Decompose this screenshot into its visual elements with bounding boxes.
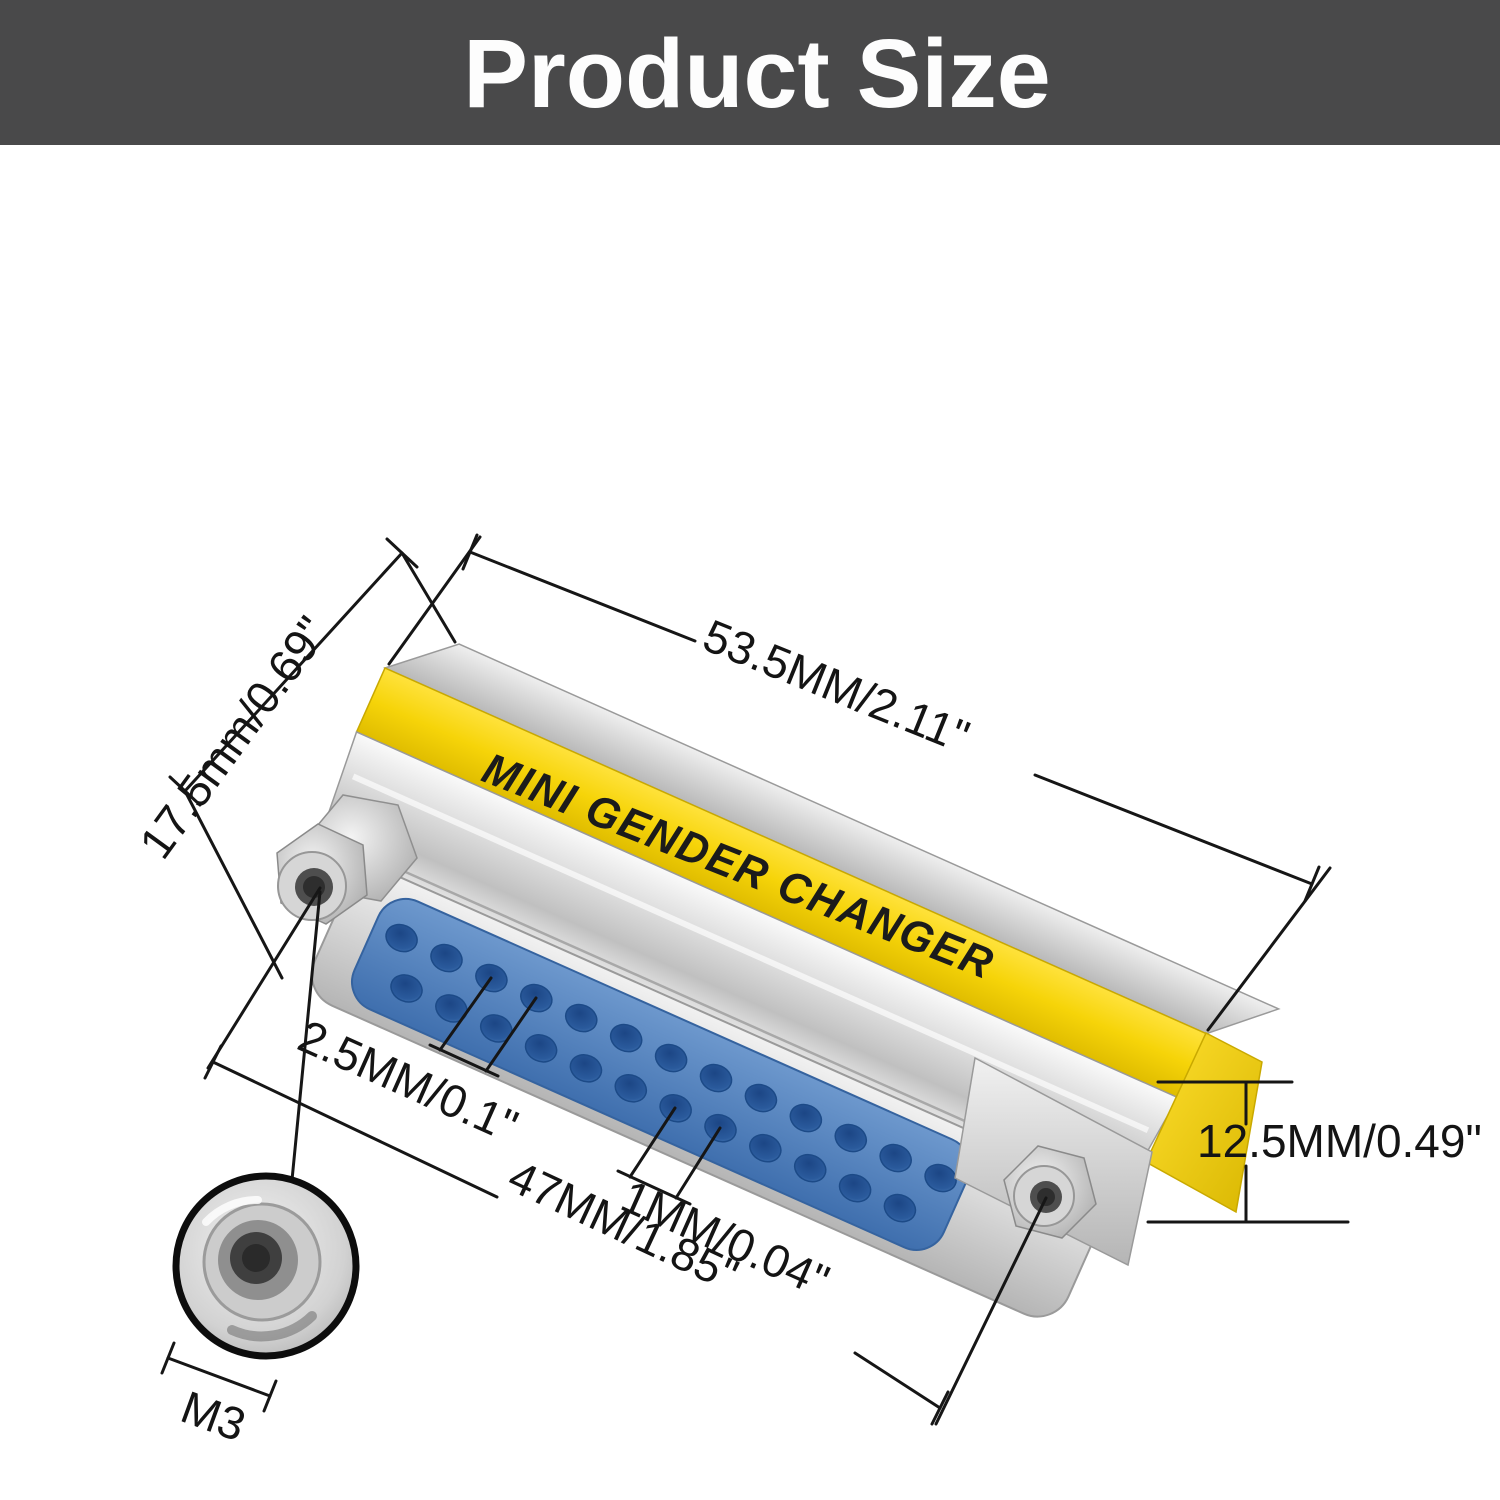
right-end-cap [1145,1031,1263,1214]
pin-hole [749,1133,782,1163]
dim-screw-thread-label: M3 [175,1381,253,1452]
pin-hole [609,1023,643,1053]
dim-screw-thread: M3 [160,1341,278,1452]
dim-length-label: 53.5MM/2.11" [696,609,976,763]
pin-hole [430,943,463,973]
pin-hole [569,1054,603,1083]
header-bar: Product Size [0,0,1500,145]
pin-hole [699,1063,733,1093]
pin-hole [793,1153,827,1183]
pin-hole [524,1034,558,1063]
dim-height-label: 17.5mm/0.69" [129,607,338,868]
pin-hole [390,974,423,1003]
screw-closeup-inset: M3 [160,890,360,1452]
pin-hole [838,1173,872,1203]
pin-holes [385,923,957,1223]
pin-hole [614,1074,648,1103]
pin-hole [924,1163,957,1193]
pin-hole [654,1043,688,1073]
pin-hole [883,1193,917,1223]
dim-width: 12.5MM/0.49" [1146,1080,1482,1224]
pin-hole [564,1003,598,1033]
pin-hole [879,1143,912,1173]
pin-hole [789,1103,823,1133]
gender-changer-illustration: MINI GENDER CHANGER [276,643,1281,1318]
left-screw-post [276,794,418,925]
pin-hole [744,1083,778,1113]
pin-hole [834,1123,868,1153]
dim-width-label: 12.5MM/0.49" [1197,1115,1482,1167]
page-title: Product Size [463,19,1051,128]
pin-hole [385,923,418,953]
